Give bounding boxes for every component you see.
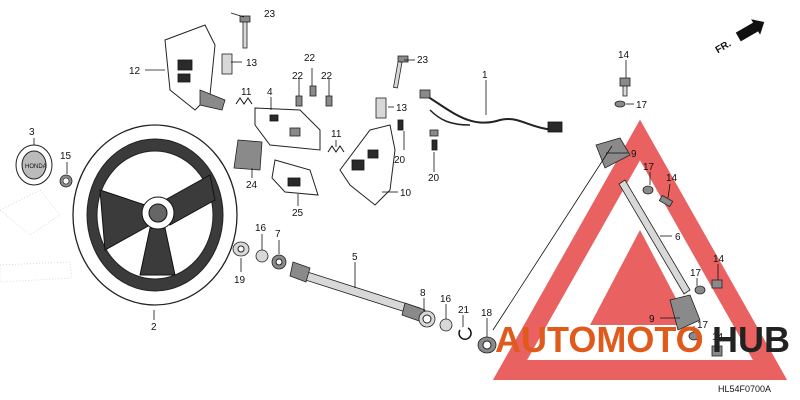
callout-11b: 11 (331, 129, 342, 140)
callout-5: 5 (352, 252, 358, 263)
ring-7 (271, 254, 287, 270)
spring-11a (235, 97, 253, 105)
bracket-4 (254, 107, 321, 151)
callout-24: 24 (246, 180, 258, 191)
callout-16a: 16 (255, 223, 267, 234)
callout-19: 19 (234, 275, 246, 286)
callout-17c: 17 (690, 268, 702, 279)
leader-lines (33, 12, 719, 346)
callout-16b: 16 (440, 294, 452, 305)
switch-pad-left-12 (164, 24, 226, 111)
callout-10: 10 (400, 188, 412, 199)
callout-9b: 9 (649, 314, 655, 325)
callout-18: 18 (481, 308, 493, 319)
callout-15: 15 (60, 151, 72, 162)
front-direction-arrow: FR. (714, 19, 765, 56)
ring-16b (439, 318, 453, 332)
spacer-13b (375, 97, 387, 119)
diagram-code: HL54F0700A (718, 384, 771, 394)
callout-22b: 22 (292, 71, 304, 82)
callout-labels: 23 13 12 11 22 22 22 4 23 1 13 14 17 3 1… (29, 9, 725, 343)
bushing-18 (477, 336, 497, 354)
callout-6: 6 (675, 232, 681, 243)
spacer-13a (221, 53, 233, 75)
cover-25 (271, 159, 319, 196)
steering-wheel (72, 124, 238, 306)
clip-20b (431, 139, 438, 151)
callout-4: 4 (267, 87, 273, 98)
switch-pad-right-10 (339, 124, 396, 206)
bolt-22c (325, 95, 333, 107)
callout-14c: 14 (713, 254, 725, 265)
bolt-14d (711, 345, 723, 357)
bolt-22a (295, 95, 303, 107)
callout-13a: 13 (246, 58, 258, 69)
callout-23b: 23 (417, 55, 429, 66)
bolt-14c (711, 279, 723, 289)
svg-text:HONDA: HONDA (25, 164, 47, 170)
bolt-23b (393, 55, 409, 89)
callout-14a: 14 (618, 50, 630, 61)
bolt-23a (239, 15, 251, 49)
callout-22a: 22 (304, 53, 316, 64)
callout-17b: 17 (643, 162, 655, 173)
callout-8: 8 (420, 288, 426, 299)
background-dotted-logo (0, 189, 73, 283)
callout-11a: 11 (241, 87, 252, 98)
callout-21: 21 (458, 305, 470, 316)
callout-9a: 9 (631, 149, 637, 160)
callout-17d: 17 (697, 320, 709, 331)
nut-15 (59, 174, 73, 188)
watermark-brand-suffix: HUB (712, 319, 790, 360)
callout-2: 2 (151, 322, 157, 333)
bolt-14b (658, 194, 674, 208)
callout-3: 3 (29, 127, 35, 138)
clip-21 (458, 327, 472, 340)
callout-7: 7 (275, 229, 281, 240)
washer-17b (642, 185, 654, 195)
callout-14b: 14 (666, 173, 678, 184)
bolt-14a (619, 77, 631, 97)
callout-20b: 20 (428, 173, 440, 184)
callout-12: 12 (129, 66, 141, 77)
clip-20a (397, 119, 404, 131)
washer-17c (694, 285, 706, 295)
callout-23a: 23 (264, 9, 276, 20)
wire-harness-1 (419, 89, 563, 137)
callout-20a: 20 (394, 155, 406, 166)
callout-14d: 14 (712, 332, 724, 343)
bolt-22b (309, 85, 317, 97)
cover-24 (233, 139, 263, 171)
watermark-brand-text: AUTOMOTO (495, 319, 704, 360)
steering-shaft (289, 261, 426, 323)
washer-19 (232, 241, 250, 257)
horn-emblem: HONDA (15, 144, 53, 186)
spring-11b (327, 145, 345, 153)
callout-1: 1 (482, 70, 488, 81)
washer-17a (614, 100, 626, 108)
callout-17a: 17 (636, 100, 648, 111)
ring-16a (255, 249, 269, 263)
watermark-brand: AUTOMOTO HUB (495, 319, 790, 360)
callout-25: 25 (292, 208, 304, 219)
watermark-triangle (492, 119, 788, 380)
callout-13b: 13 (396, 103, 408, 114)
bearing-8 (418, 310, 436, 328)
front-direction-label: FR. (714, 38, 734, 56)
callout-22c: 22 (321, 71, 333, 82)
